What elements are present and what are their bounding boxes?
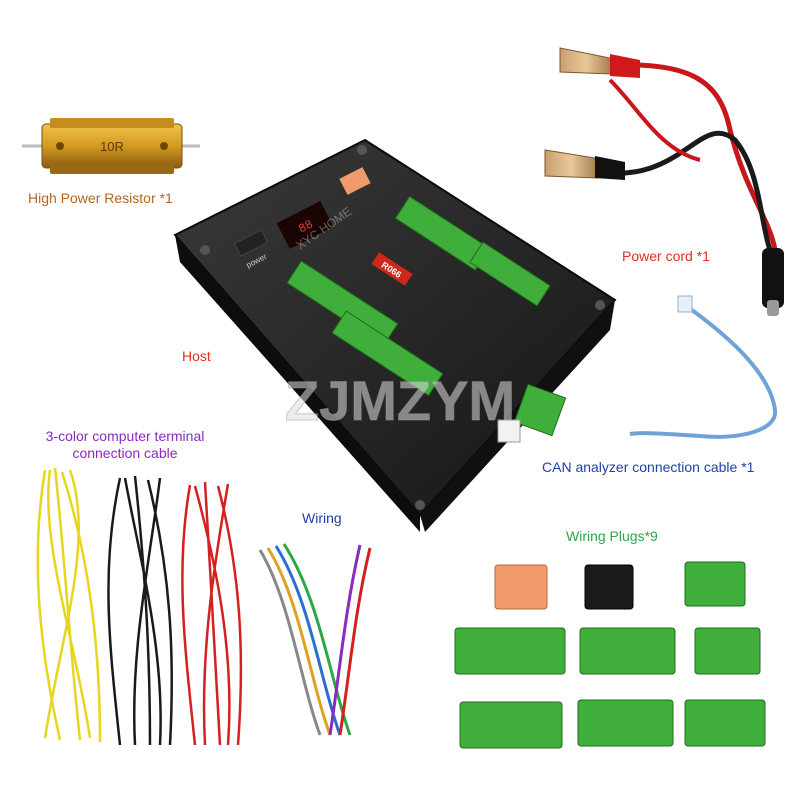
host-screw (200, 245, 210, 255)
svg-text:88: 88 (296, 217, 315, 236)
resistor-fin-top (50, 118, 174, 128)
host-case-side-left (175, 235, 420, 532)
wiring-plug (454, 627, 566, 675)
label-power-cord: Power cord *1 (622, 248, 710, 264)
label-can-analyzer-cable: CAN analyzer connection cable *1 (542, 459, 755, 475)
wiring-plug (584, 564, 634, 610)
power-plug (762, 248, 784, 308)
host-screw (357, 145, 367, 155)
power-cord (544, 47, 784, 316)
resistor-fin-bottom (50, 164, 174, 174)
wire-bundle-black (107, 475, 174, 746)
white-connector (497, 419, 521, 443)
alligator-clip-black (544, 149, 599, 179)
watermark-brand: ZJMZYM (285, 369, 515, 432)
host-display: 88 (275, 199, 335, 251)
can-cable-wire (629, 303, 778, 439)
host-device: 88 power R066 (173, 138, 617, 532)
high-power-resistor: 10R (22, 118, 200, 174)
can-cable-connector (677, 295, 693, 313)
orange-connector (339, 167, 371, 195)
label-wiring: Wiring (302, 510, 342, 526)
host-screw (595, 300, 605, 310)
host-badge (371, 252, 413, 286)
label-terminal-cable-line2: connection cable (72, 445, 178, 461)
wiring-plugs (454, 561, 766, 749)
wire-bundle-red (181, 481, 243, 746)
wiring-plug (684, 561, 746, 607)
label-terminal-cable-line1: 3-color computer terminal (45, 428, 205, 444)
wire-bundle-yellow (36, 467, 102, 743)
label-high-power-resistor: High Power Resistor *1 (28, 190, 173, 206)
power-switch (233, 229, 269, 257)
host-screw (415, 500, 425, 510)
resistor-marking: 10R (100, 139, 124, 154)
wiring-plug (494, 564, 548, 610)
wiring-plug (694, 627, 761, 675)
can-analyzer-cable (629, 295, 778, 439)
alligator-clip-red (559, 47, 613, 75)
power-cord-black-wire (589, 130, 773, 251)
power-plug-tip (767, 300, 779, 316)
wiring-plug (577, 699, 674, 747)
label-terminal-cable: 3-color computer terminal connection cab… (20, 428, 230, 462)
label-host: Host (182, 348, 211, 364)
wiring-plug (579, 627, 676, 675)
wiring-plug (684, 699, 766, 747)
host-terminal-blocks (286, 195, 567, 437)
label-wiring-plugs: Wiring Plugs*9 (566, 528, 658, 544)
dupont-wiring (258, 543, 372, 736)
wiring-plug (459, 701, 563, 749)
